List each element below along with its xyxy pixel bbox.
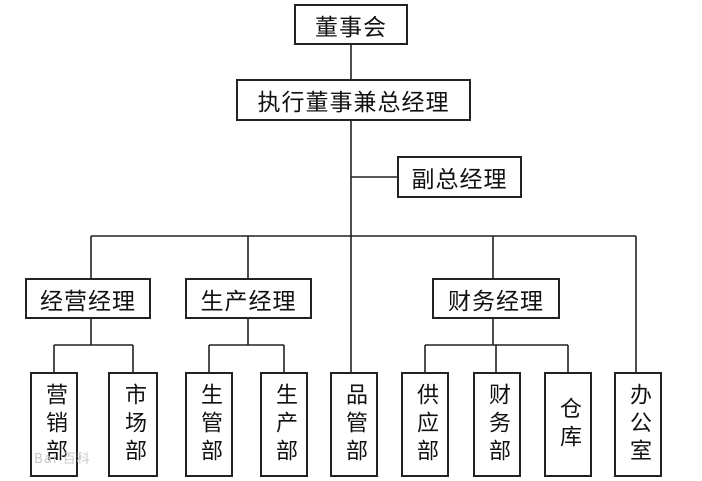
operations-manager-box: 经营经理 bbox=[25, 278, 151, 319]
department-supply: 供应部 bbox=[401, 372, 449, 477]
department-quality: 品管部 bbox=[330, 372, 378, 477]
department-finance: 财务部 bbox=[473, 372, 521, 477]
ceo-box: 执行董事兼总经理 bbox=[236, 79, 471, 121]
watermark: Bai 百科 bbox=[34, 452, 91, 467]
deputy-manager-box: 副总经理 bbox=[397, 156, 522, 198]
department-production-management: 生管部 bbox=[185, 372, 233, 477]
department-office: 办公室 bbox=[614, 372, 662, 477]
department-marketing: 营销部 bbox=[30, 372, 78, 477]
department-production: 生产部 bbox=[260, 372, 308, 477]
production-manager-box: 生产经理 bbox=[185, 278, 312, 319]
department-warehouse: 仓库 bbox=[544, 372, 592, 477]
department-market: 市场部 bbox=[108, 372, 158, 477]
finance-manager-box: 财务经理 bbox=[432, 278, 560, 319]
board-box: 董事会 bbox=[294, 4, 408, 45]
